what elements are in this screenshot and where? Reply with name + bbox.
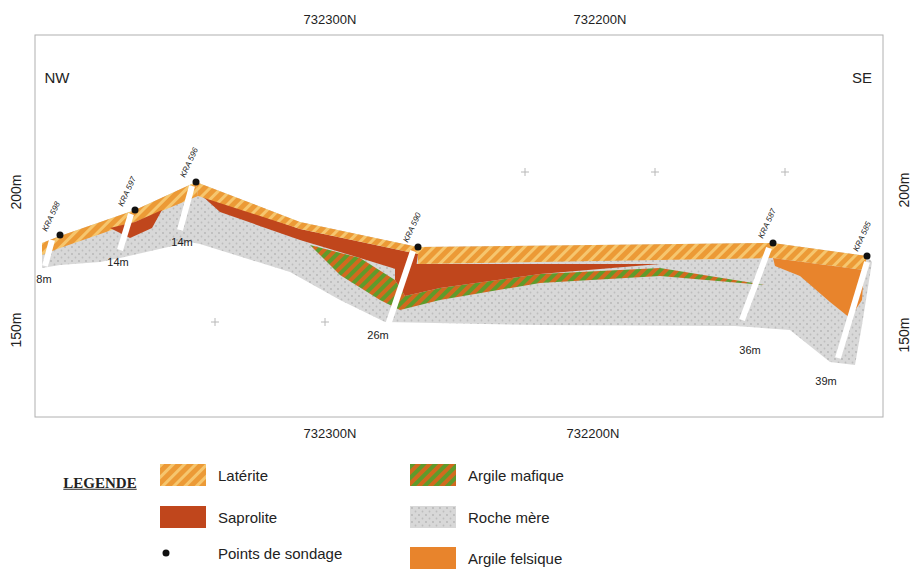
drill-name: KRA 585 bbox=[852, 221, 873, 253]
northing: 732300N bbox=[304, 427, 357, 441]
legend-text: Saprolite bbox=[218, 509, 277, 526]
laterite-mid bbox=[196, 182, 418, 254]
legend-swatch bbox=[160, 464, 206, 486]
northing: 732200N bbox=[567, 427, 620, 441]
drill-name: KRA 587 bbox=[757, 208, 778, 240]
drill-name: KRA 597 bbox=[117, 176, 138, 208]
saprolite-se bbox=[395, 262, 660, 296]
elevation: 150m bbox=[9, 312, 24, 347]
elevation: 150m bbox=[897, 317, 912, 352]
legend-item: Argile mafique bbox=[410, 464, 564, 486]
direction: NW bbox=[45, 70, 70, 87]
legend-text: Roche mère bbox=[468, 509, 550, 526]
depth: 8m bbox=[36, 273, 51, 285]
legend-item: Saprolite bbox=[160, 506, 277, 528]
legend-text: Argile mafique bbox=[468, 467, 564, 484]
depth: 14m bbox=[171, 236, 192, 248]
legend-text: Latérite bbox=[218, 467, 268, 484]
drill-name: KRA 590 bbox=[402, 212, 423, 244]
legend-item: Points de sondage bbox=[160, 542, 342, 564]
depth: 14m bbox=[107, 256, 128, 268]
legend-item: Argile felsique bbox=[410, 547, 562, 569]
drill-points bbox=[57, 179, 871, 260]
elevation: 200m bbox=[9, 174, 24, 209]
legend-swatch bbox=[160, 506, 206, 528]
saprolite-nw bbox=[110, 210, 162, 238]
northing: 732300N bbox=[304, 13, 357, 27]
drill-holes bbox=[45, 186, 867, 358]
drill-name: KRA 598 bbox=[41, 201, 62, 233]
legend-text: Argile felsique bbox=[468, 550, 562, 567]
laterite-nw bbox=[42, 182, 198, 255]
legend-item: Latérite bbox=[160, 464, 268, 486]
laterite-se bbox=[418, 243, 867, 270]
legend-title: LEGENDE bbox=[63, 475, 136, 492]
legend-swatch bbox=[410, 464, 456, 486]
drill-name: KRA 596 bbox=[179, 147, 200, 179]
legend-swatch bbox=[410, 506, 456, 528]
northing: 732200N bbox=[574, 13, 627, 27]
legend-item: Roche mère bbox=[410, 506, 550, 528]
bedrock bbox=[42, 182, 872, 365]
depth: 39m bbox=[815, 375, 836, 387]
legend-swatch bbox=[410, 547, 456, 569]
frame bbox=[35, 35, 883, 417]
elevation: 200m bbox=[897, 172, 912, 207]
legend-swatch bbox=[160, 542, 206, 564]
direction: SE bbox=[852, 70, 872, 87]
legend-text: Points de sondage bbox=[218, 545, 342, 562]
depth: 36m bbox=[739, 344, 760, 356]
depth: 26m bbox=[367, 329, 388, 341]
